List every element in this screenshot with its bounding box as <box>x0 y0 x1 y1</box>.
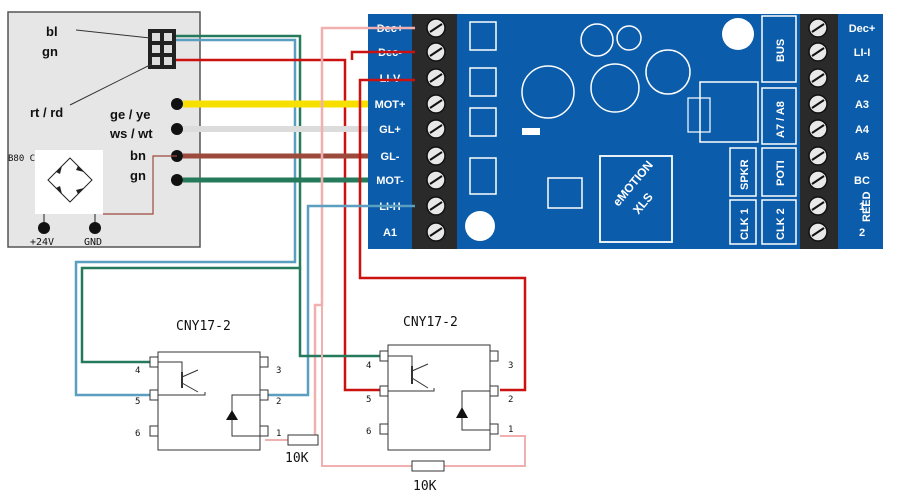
opto2-pin3: 3 <box>508 361 513 371</box>
opto2-pin6: 6 <box>366 427 371 437</box>
opto2-pin1: 1 <box>508 425 513 435</box>
right-terminal-1: LI-I <box>854 47 871 59</box>
opto2-pin2: 2 <box>508 395 513 405</box>
left-terminal-6: MOT- <box>376 175 404 187</box>
reed-label: REED <box>861 191 873 222</box>
opto1-pin2: 2 <box>276 397 281 407</box>
right-terminal-0: Dec+ <box>849 23 876 35</box>
opto-1 <box>157 351 261 451</box>
right-terminal-3: A3 <box>855 99 869 111</box>
wire-blue <box>74 38 297 397</box>
right-terminal-4: A4 <box>855 124 870 136</box>
resistor-2 <box>411 460 445 472</box>
label-ge-ye: ge / ye <box>110 107 150 122</box>
left-terminal-3: MOT+ <box>375 99 406 111</box>
label-gn2: gn <box>130 168 146 183</box>
opto2-pin5: 5 <box>366 395 371 405</box>
opto1-pin5: 5 <box>135 397 140 407</box>
clk2-label: CLK 2 <box>775 208 787 240</box>
right-terminal-2: A2 <box>855 73 869 85</box>
spkr-label: SPKR <box>739 159 751 190</box>
opto-2 <box>387 344 491 451</box>
right-terminal-5: A5 <box>855 151 869 163</box>
left-terminal-4: GL+ <box>379 124 401 136</box>
opto1-pin1: 1 <box>276 429 281 439</box>
left-terminal-5: GL- <box>381 151 400 163</box>
opto1-pin3: 3 <box>276 366 281 376</box>
bus-label: BUS <box>775 39 787 62</box>
resistor-1-label: 10K <box>285 451 309 466</box>
poti-label: POTI <box>775 160 787 186</box>
right-terminal-7: 1 <box>859 201 865 213</box>
clk1-label: CLK 1 <box>739 208 751 240</box>
opto-1-name: CNY17-2 <box>176 319 231 334</box>
right-terminal-8: 2 <box>859 227 865 239</box>
label-gnd: GND <box>84 237 102 248</box>
bridge-label: B80 C1500 <box>8 154 57 164</box>
left-terminal-8: A1 <box>383 227 397 239</box>
opto1-pin6: 6 <box>135 429 140 439</box>
label-bn: bn <box>130 148 146 163</box>
resistor-2-label: 10K <box>413 479 437 494</box>
label-24v: +24V <box>30 237 54 248</box>
label-bl: bl <box>46 24 58 39</box>
wire-lightblue <box>265 204 415 397</box>
opto-2-name: CNY17-2 <box>403 315 458 330</box>
label-rt-rd: rt / rd <box>30 105 63 120</box>
wire-red-rd <box>176 58 380 392</box>
right-terminal-6: BC <box>854 175 870 187</box>
bridge-rectifier <box>35 150 103 214</box>
wire-red-liv <box>358 78 527 392</box>
label-ws-wt: ws / wt <box>109 126 153 141</box>
resistor-1 <box>287 434 319 446</box>
opto2-pin4: 4 <box>366 361 371 371</box>
label-gn: gn <box>42 44 58 59</box>
opto1-pin4: 4 <box>135 366 140 376</box>
a7a8-label: A7 / A8 <box>775 101 787 138</box>
